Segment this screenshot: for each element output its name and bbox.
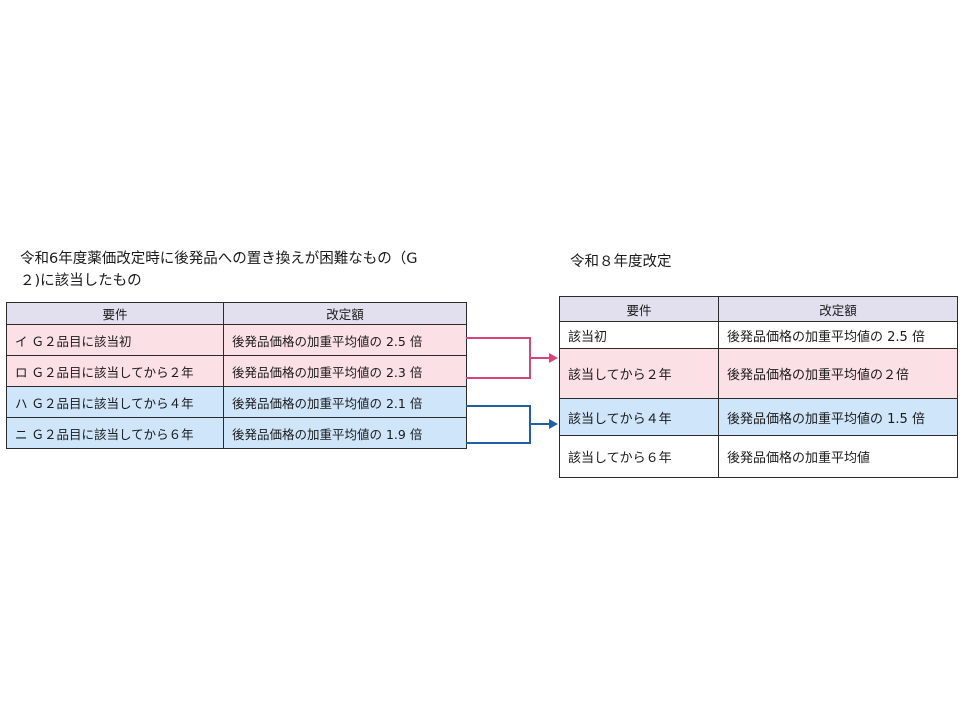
- right-requirement-cell: 該当してから４年: [559, 398, 719, 436]
- left-table: 要件 改定額 イ Ｇ２品目に該当初 後発品価格の加重平均値の 2.5 倍 ロ Ｇ…: [6, 302, 467, 449]
- right-title: 令和８年度改定: [570, 254, 672, 270]
- right-requirement-cell: 該当してから２年: [559, 348, 719, 399]
- left-amount-cell: 後発品価格の加重平均値の 2.3 倍: [223, 355, 467, 387]
- right-row-4: 該当してから６年 後発品価格の加重平均値: [559, 435, 958, 478]
- left-title: 令和6年度薬価改定時に後発品への置き換えが困難なもの（G２)に該当したもの: [20, 251, 418, 289]
- left-amount-cell: 後発品価格の加重平均値の 1.9 倍: [223, 417, 467, 449]
- left-row-2: ロ Ｇ２品目に該当してから２年 後発品価格の加重平均値の 2.3 倍: [6, 355, 467, 387]
- right-row-1: 該当初 後発品価格の加重平均値の 2.5 倍: [559, 321, 958, 349]
- right-requirement-cell: 該当してから６年: [559, 435, 719, 478]
- left-requirement-cell: イ Ｇ２品目に該当初: [6, 324, 224, 356]
- left-header-requirement: 要件: [6, 302, 224, 325]
- pink-arrowhead-icon: [549, 353, 558, 363]
- pink-connector-line: [466, 337, 531, 379]
- left-requirement-cell: ニ Ｇ２品目に該当してから６年: [6, 417, 224, 449]
- right-amount-cell: 後発品価格の加重平均値: [718, 435, 958, 478]
- right-amount-cell: 後発品価格の加重平均値の 1.5 倍: [718, 398, 958, 436]
- left-row-3: ハ Ｇ２品目に該当してから４年 後発品価格の加重平均値の 2.1 倍: [6, 386, 467, 418]
- blue-connector-line: [466, 405, 531, 444]
- right-header-row: 要件 改定額: [559, 296, 958, 322]
- right-table: 要件 改定額 該当初 後発品価格の加重平均値の 2.5 倍 該当してから２年 後…: [559, 296, 958, 478]
- right-header-amount: 改定額: [718, 296, 958, 322]
- right-header-requirement: 要件: [559, 296, 719, 322]
- blue-arrowhead-icon: [549, 419, 558, 429]
- right-amount-cell: 後発品価格の加重平均値の 2.5 倍: [718, 321, 958, 349]
- left-amount-cell: 後発品価格の加重平均値の 2.1 倍: [223, 386, 467, 418]
- right-requirement-cell: 該当初: [559, 321, 719, 349]
- left-requirement-cell: ハ Ｇ２品目に該当してから４年: [6, 386, 224, 418]
- right-row-3: 該当してから４年 後発品価格の加重平均値の 1.5 倍: [559, 398, 958, 436]
- left-row-4: ニ Ｇ２品目に該当してから６年 後発品価格の加重平均値の 1.9 倍: [6, 417, 467, 449]
- left-requirement-cell: ロ Ｇ２品目に該当してから２年: [6, 355, 224, 387]
